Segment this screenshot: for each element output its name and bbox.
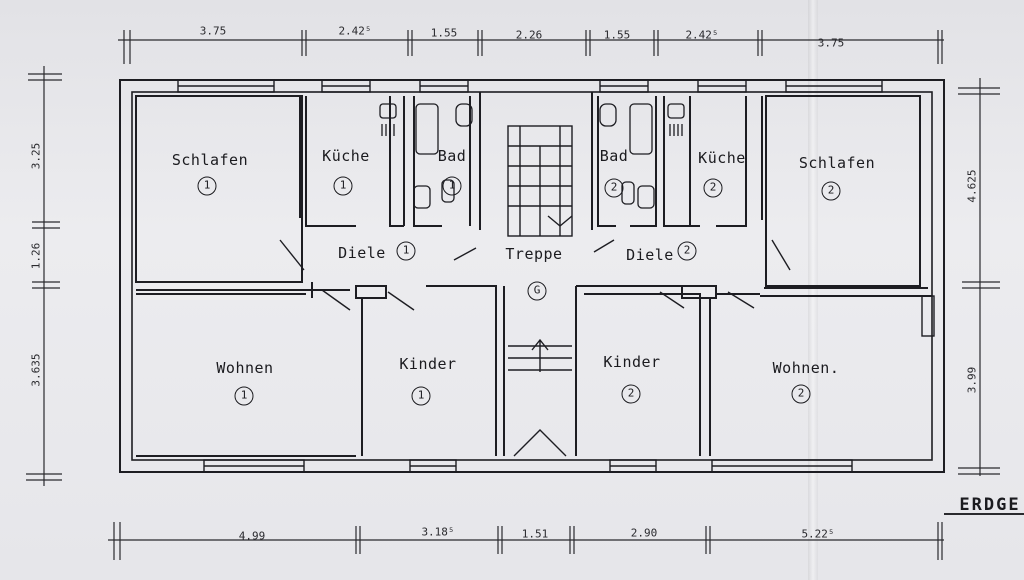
unit-number-badge: 1 xyxy=(234,386,254,406)
schlafen-1-walls xyxy=(135,95,303,283)
dim-left: 3.635 xyxy=(29,353,43,387)
paper-fold xyxy=(808,0,818,580)
dim-bottom: 5.22⁵ xyxy=(801,527,835,541)
unit-number-badge: 1 xyxy=(396,241,416,261)
unit-number-badge: 1 xyxy=(411,386,431,406)
dim-left: 3.25 xyxy=(29,142,43,170)
dim-top: 2.26 xyxy=(515,28,543,42)
top-windows xyxy=(177,79,883,93)
room-label-kinder-1: Kinder xyxy=(399,355,457,373)
dim-top: 2.42⁵ xyxy=(338,24,372,38)
room-label-diele-2: Diele xyxy=(626,246,674,264)
dim-top: 3.75 xyxy=(199,24,227,38)
dim-top: 1.55 xyxy=(430,26,458,40)
unit-number-badge: G xyxy=(527,281,547,301)
unit-number-badge: 1 xyxy=(442,176,462,196)
dim-top: 3.75 xyxy=(817,36,845,50)
room-label-bad-2: Bad xyxy=(599,147,629,165)
outer-wall-inner xyxy=(131,91,933,461)
room-label-kueche-2: Küche xyxy=(698,149,746,167)
schlafen-2-walls xyxy=(765,95,921,287)
dim-bottom: 3.18⁵ xyxy=(421,525,455,539)
room-label-wohnen-1: Wohnen xyxy=(216,359,274,377)
room-label-bad-1: Bad xyxy=(437,147,467,165)
unit-number-badge: 2 xyxy=(703,178,723,198)
staircase xyxy=(507,125,573,457)
unit-number-badge: 2 xyxy=(791,384,811,404)
unit-number-badge: 1 xyxy=(197,176,217,196)
room-label-kueche-1: Küche xyxy=(322,147,370,165)
bottom-windows xyxy=(203,295,935,473)
room-label-treppe: Treppe xyxy=(505,245,563,263)
dim-bottom: 4.99 xyxy=(238,529,266,543)
unit-number-badge: 2 xyxy=(821,181,841,201)
room-label-wohnen-2: Wohnen. xyxy=(772,359,840,377)
unit-number-badge: 2 xyxy=(677,241,697,261)
dimension-lines xyxy=(26,30,1024,560)
outer-wall-outer xyxy=(119,79,945,473)
room-label-schlafen-2: Schlafen xyxy=(798,154,876,172)
unit-number-badge: 1 xyxy=(333,176,353,196)
unit-number-badge: 2 xyxy=(604,178,624,198)
unit-number-badge: 2 xyxy=(621,384,641,404)
bath-fixtures-1 xyxy=(379,103,473,209)
dim-left: 1.26 xyxy=(29,242,43,270)
dim-right: 4.625 xyxy=(965,169,979,203)
room-label-schlafen-1: Schlafen xyxy=(171,151,249,169)
room-label-kinder-2: Kinder xyxy=(603,353,661,371)
dim-bottom: 2.90 xyxy=(630,526,658,540)
dim-top: 2.42⁵ xyxy=(685,28,719,42)
dim-right: 3.99 xyxy=(965,366,979,394)
dim-top: 1.55 xyxy=(603,28,631,42)
dim-bottom: 1.51 xyxy=(521,527,549,541)
sheet-title: ERDGE xyxy=(959,495,1021,515)
room-label-diele-1: Diele xyxy=(338,244,386,262)
